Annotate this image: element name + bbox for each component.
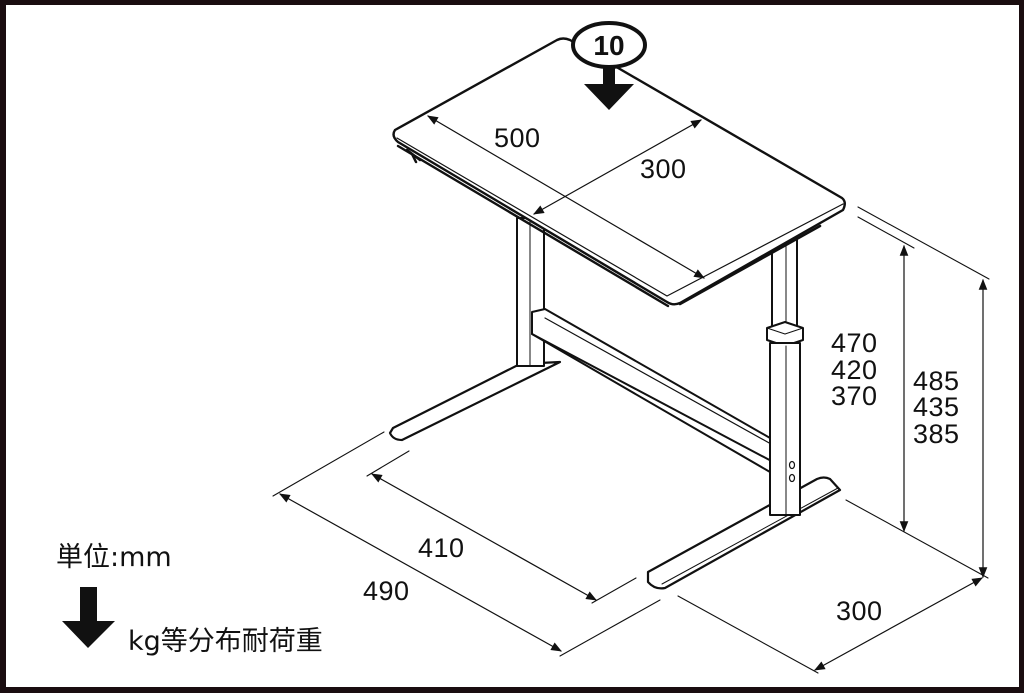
unit-label: 単位:mm	[56, 542, 172, 573]
base-extension-lines	[272, 431, 819, 674]
load-label: kg等分布耐荷重	[128, 626, 323, 657]
dimension-top-depth	[533, 119, 702, 215]
table-drawing: 10 500 300 470 420 370 485 435 385 410 4…	[62, 21, 990, 674]
adjust-hole-icon	[788, 460, 796, 470]
right-foot	[646, 476, 842, 590]
svg-text:10: 10	[593, 30, 624, 61]
tabletop-height-low: 370	[831, 381, 878, 411]
left-leg	[516, 217, 545, 367]
top-depth-value: 300	[640, 154, 687, 184]
cross-bar	[531, 308, 778, 473]
tabletop-height-high: 470	[831, 328, 878, 358]
left-foot	[388, 360, 562, 442]
dimension-base-outer	[279, 493, 562, 652]
legend-load-arrow-icon	[62, 587, 115, 648]
foot-depth-value: 300	[836, 596, 883, 626]
tabletop-height-mid: 420	[831, 355, 878, 385]
load-arrow-icon	[584, 84, 634, 110]
overall-height-low: 385	[913, 419, 960, 449]
adjust-hole-icon	[788, 473, 796, 483]
diagram-canvas: 10 500 300 470 420 370 485 435 385 410 4…	[6, 5, 1019, 687]
height-extension-lines	[845, 206, 990, 579]
overall-height-mid: 435	[913, 392, 960, 422]
dimension-foot-depth	[814, 577, 983, 671]
base-inner-value: 410	[418, 533, 465, 563]
top-width-value: 500	[494, 123, 541, 153]
load-badge: 10	[571, 21, 647, 110]
base-outer-value: 490	[363, 576, 410, 606]
overall-height-high: 485	[913, 366, 960, 396]
right-leg	[766, 235, 804, 516]
